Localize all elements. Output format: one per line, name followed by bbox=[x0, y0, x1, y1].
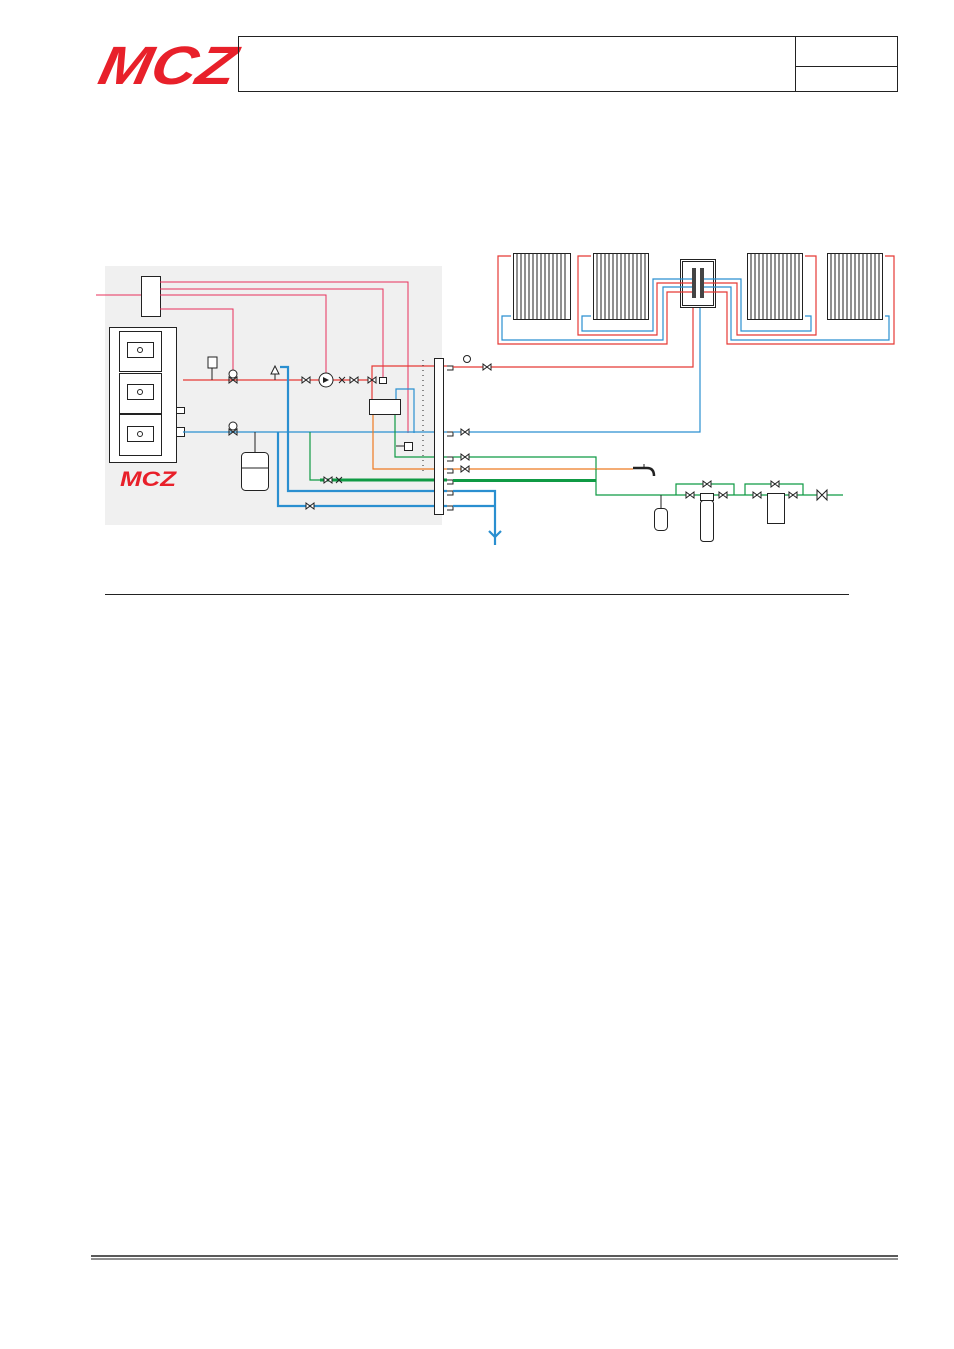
valve bbox=[349, 376, 359, 384]
water-tap bbox=[633, 464, 656, 477]
check-valve bbox=[338, 376, 346, 384]
pressure-gauge-flow bbox=[228, 369, 238, 384]
control-unit bbox=[96, 276, 409, 433]
valve bbox=[323, 476, 343, 484]
valve bbox=[305, 502, 315, 510]
radiator-1 bbox=[513, 253, 571, 320]
air-vent bbox=[207, 356, 218, 380]
water-softener bbox=[700, 493, 714, 542]
safety-valve bbox=[270, 364, 280, 380]
valve bbox=[482, 363, 492, 371]
footer-rule bbox=[91, 1255, 898, 1260]
circulation-pump bbox=[318, 372, 334, 388]
radiator-2 bbox=[593, 253, 649, 320]
valve bbox=[301, 376, 311, 384]
radiator-4 bbox=[827, 253, 883, 320]
heat-exchanger bbox=[369, 399, 401, 415]
pressure-gauge-return bbox=[228, 421, 238, 436]
thermostat bbox=[396, 442, 413, 451]
svg-text:MCZ: MCZ bbox=[94, 36, 246, 96]
dosing-unit bbox=[767, 493, 785, 524]
header-box bbox=[238, 36, 898, 92]
expansion-tank bbox=[241, 432, 269, 491]
heating-system-diagram: MCZ bbox=[96, 253, 895, 545]
radiator-3 bbox=[747, 253, 803, 320]
connection-manifold bbox=[434, 358, 444, 515]
drain-funnel-icon bbox=[488, 530, 502, 539]
boiler: MCZ bbox=[109, 327, 185, 491]
gauge bbox=[463, 355, 471, 363]
filter bbox=[654, 495, 668, 531]
three-way-valve bbox=[367, 376, 387, 384]
boiler-logo: MCZ bbox=[120, 468, 177, 491]
mcz-logo: MCZ bbox=[94, 36, 246, 96]
